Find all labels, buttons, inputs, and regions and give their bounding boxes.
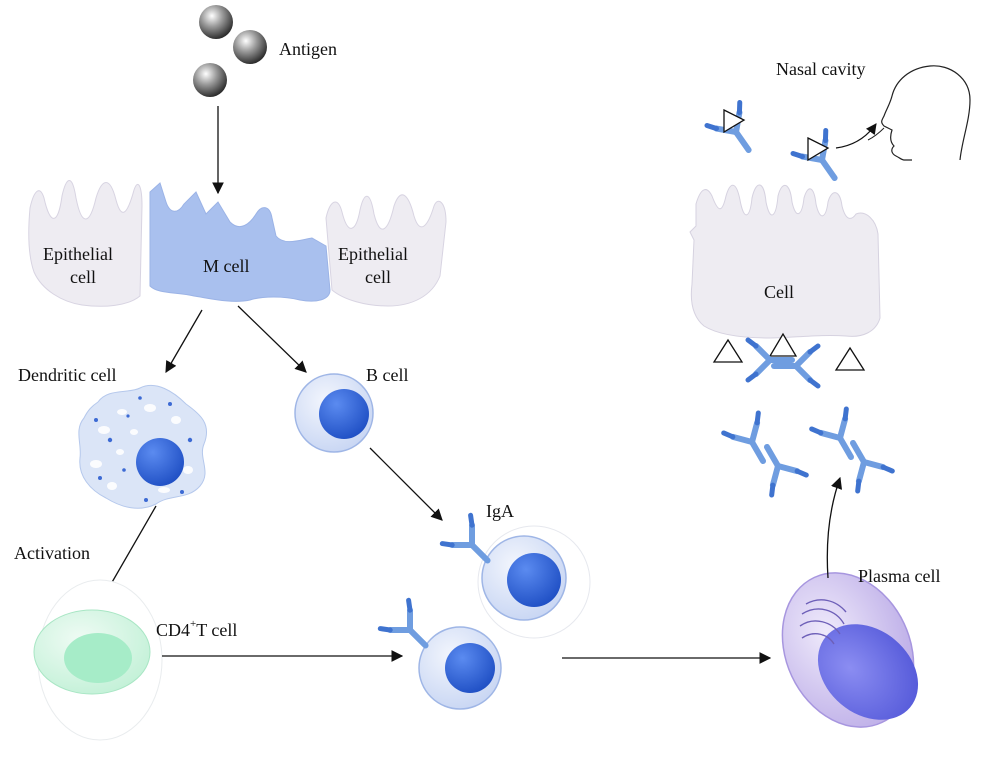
plasma-cell: Plasma cell: [781, 566, 940, 728]
dendritic-nucleus: [136, 438, 184, 486]
antibody-icon: [724, 413, 781, 471]
antigen-particle: [199, 5, 233, 39]
arrow-mcell-to-dendritic: [165, 309, 203, 374]
epithelial-left-line1: Epithelial: [43, 244, 113, 264]
triangle-antigen: [723, 108, 746, 134]
iga-b-cell-lower: [380, 600, 502, 710]
iga-b-cell-nucleus: [507, 553, 561, 607]
antigen-group: Antigen: [193, 5, 337, 97]
nasal-cavity-label: Nasal cavity: [776, 59, 865, 79]
top-left-antibody-complex: [707, 103, 765, 162]
free-antibodies: [724, 409, 893, 495]
arrow-mcell-to-bcell: [237, 305, 307, 373]
head-profile: Nasal cavity: [776, 59, 971, 161]
plasma-cell-label: Plasma cell: [858, 566, 940, 586]
arrow-plasma-to-antibodies: [826, 476, 843, 579]
triangle-antigen: [834, 346, 866, 371]
cd4-label-prefix: CD4+T cell: [156, 618, 237, 640]
antibody-icon: [750, 437, 807, 495]
antibody-icon: [707, 103, 765, 162]
iga-b-cell-lower-nucleus: [445, 643, 495, 693]
cell-label: Cell: [764, 282, 794, 302]
arrow-bcell-to-iga: [369, 447, 443, 521]
nasal-cell: Cell: [689, 184, 881, 339]
antibody-icon: [793, 131, 851, 190]
triangle-antigen: [768, 332, 798, 357]
antigen-particle: [193, 63, 227, 97]
b-cell-nucleus: [319, 389, 369, 439]
b-cell-label: B cell: [366, 365, 409, 385]
antigen-particle: [233, 30, 267, 64]
dendritic-cell-label: Dendritic cell: [18, 365, 116, 385]
triangle-antigen: [807, 136, 830, 162]
iga-b-cell-upper: IgA: [442, 501, 591, 639]
triangle-antigen: [712, 338, 744, 363]
cell-bottom-antigens: [712, 332, 866, 371]
antigen-label: Antigen: [279, 39, 337, 59]
epithelial-right-line2: cell: [365, 267, 391, 287]
epithelial-cell-left: Epithelial cell: [28, 180, 143, 307]
cd4-t-cell: CD4+T cell: [33, 579, 237, 741]
b-cell: B cell: [294, 365, 409, 453]
top-right-antibody-complex: [793, 131, 851, 190]
m-cell-label: M cell: [203, 256, 250, 276]
arrow-to-nasal-cavity: [835, 123, 877, 149]
epithelial-cell-right: Epithelial cell: [325, 194, 447, 307]
activation-label: Activation: [14, 543, 90, 563]
m-cell: M cell: [149, 182, 331, 302]
epithelial-right-line1: Epithelial: [338, 244, 408, 264]
epithelial-left-line2: cell: [70, 267, 96, 287]
iga-label: IgA: [486, 501, 514, 521]
dendritic-cell: Dendritic cell: [18, 365, 208, 509]
